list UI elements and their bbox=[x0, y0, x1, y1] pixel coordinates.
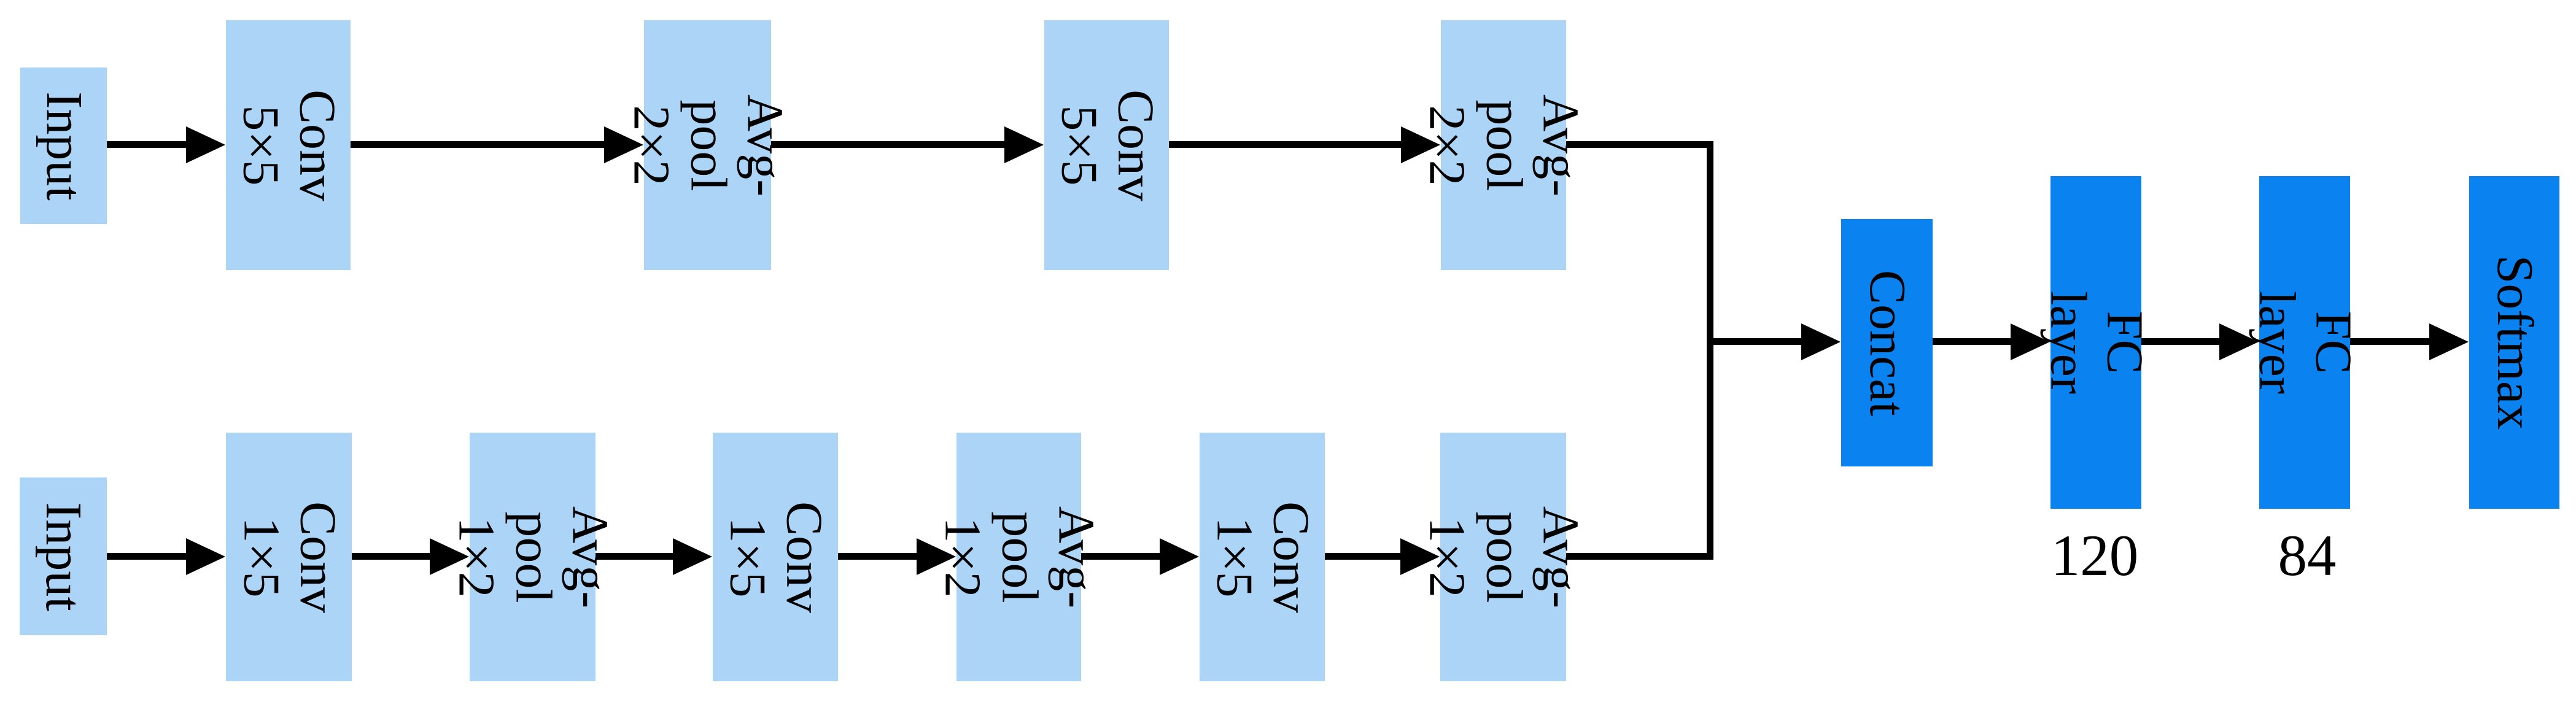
merge-line-vertical bbox=[1707, 141, 1713, 560]
arrow-fc2-to-softmax bbox=[2350, 338, 2430, 345]
node-conv1x5-2-label: Conv 1×5 bbox=[719, 501, 833, 613]
node-conv5x5-2: Conv 5×5 bbox=[1044, 20, 1169, 270]
node-conv1x5-1: Conv 1×5 bbox=[226, 433, 352, 681]
node-concat: Concat bbox=[1841, 219, 1933, 466]
fc-layer-2-units: 84 bbox=[2278, 523, 2337, 588]
node-conv5x5-1: Conv 5×5 bbox=[226, 20, 351, 270]
arrow-bottom-3 bbox=[596, 553, 673, 560]
node-conv1x5-3-label: Conv 1×5 bbox=[1206, 501, 1320, 613]
arrow-bottom-5 bbox=[1081, 553, 1160, 560]
arrow-bottom-6 bbox=[1325, 553, 1401, 560]
fc-layer-1-units: 120 bbox=[2050, 523, 2139, 588]
arrow-fc1-to-fc2 bbox=[2141, 338, 2220, 345]
arrow-bottom-4 bbox=[838, 553, 917, 560]
node-avgpool2x2-2-label: Avg-pool 2×2 bbox=[1418, 94, 1589, 196]
node-conv5x5-1-label: Conv 5×5 bbox=[231, 89, 346, 201]
node-avgpool2x2-1: Avg-pool 2×2 bbox=[623, 20, 793, 270]
node-conv1x5-2: Conv 1×5 bbox=[713, 433, 838, 681]
node-fc-layer-2: FC layer bbox=[2248, 176, 2362, 509]
arrow-bottom-1 bbox=[107, 553, 187, 560]
node-fc-layer-2-label: FC layer bbox=[2248, 291, 2362, 394]
arrow-top-1 bbox=[107, 141, 187, 148]
node-avgpool1x2-3-label: Avg-pool 1×2 bbox=[1418, 506, 1589, 608]
node-conv1x5-1-label: Conv 1×5 bbox=[232, 501, 346, 613]
node-avgpool1x2-3: Avg-pool 1×2 bbox=[1418, 433, 1589, 681]
arrow-bottom-2 bbox=[352, 553, 430, 560]
node-avgpool2x2-1-label: Avg-pool 2×2 bbox=[623, 94, 794, 196]
merge-line-bottom-horizontal bbox=[1566, 553, 1713, 560]
node-conv5x5-2-label: Conv 5×5 bbox=[1050, 89, 1164, 201]
node-avgpool1x2-2: Avg-pool 1×2 bbox=[934, 433, 1104, 681]
node-avgpool1x2-2-label: Avg-pool 1×2 bbox=[934, 506, 1105, 608]
node-avgpool1x2-1: Avg-pool 1×2 bbox=[448, 433, 618, 681]
arrow-concat-to-fc1 bbox=[1933, 338, 2011, 345]
node-input-top-label: Input bbox=[35, 91, 93, 201]
merge-line-top-horizontal bbox=[1566, 141, 1713, 148]
arrow-top-4 bbox=[1169, 141, 1402, 148]
node-softmax: Softmax bbox=[2469, 176, 2559, 509]
node-conv1x5-3: Conv 1×5 bbox=[1200, 433, 1325, 681]
node-input-bottom-label: Input bbox=[35, 501, 93, 611]
node-concat-label: Concat bbox=[1858, 269, 1916, 416]
node-avgpool2x2-2: Avg-pool 2×2 bbox=[1419, 20, 1589, 270]
node-avgpool1x2-1-label: Avg-pool 1×2 bbox=[448, 506, 619, 608]
node-input-bottom: Input bbox=[20, 477, 107, 635]
arrow-top-2 bbox=[351, 141, 605, 148]
node-fc-layer-1: FC layer bbox=[2039, 176, 2153, 509]
node-fc-layer-1-label: FC layer bbox=[2039, 291, 2154, 394]
node-softmax-label: Softmax bbox=[2486, 255, 2543, 430]
arrow-merge-to-concat bbox=[1707, 338, 1802, 345]
node-input-top: Input bbox=[20, 68, 107, 224]
arrow-top-3 bbox=[771, 141, 1005, 148]
